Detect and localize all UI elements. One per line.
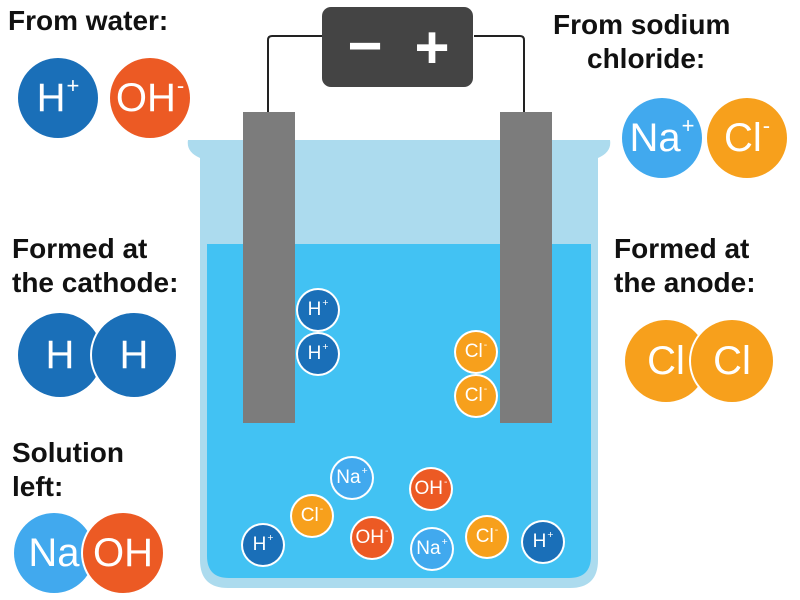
ion-symbol: H <box>252 534 267 555</box>
ion-symbol: H <box>307 343 322 364</box>
hydrogen-ion-near-cathode: H+ <box>298 334 338 374</box>
anode-label-line2: the anode: <box>614 267 756 298</box>
atom-symbol: Cl <box>647 338 685 383</box>
cathode-electrode <box>243 112 295 423</box>
from-water-label: From water: <box>8 5 169 36</box>
ion-symbol: Na <box>416 538 441 559</box>
atom-symbol: H <box>119 332 149 377</box>
atom-symbol: Na <box>28 530 80 575</box>
sodium-ion-in-solution: Na+ <box>412 529 452 569</box>
ion-symbol: Na <box>629 115 681 160</box>
ion-symbol: OH <box>414 478 444 499</box>
chloride-ion-from-salt: Cl- <box>707 98 787 178</box>
hydroxide-group-solution-left: OH <box>83 513 163 593</box>
anode-electrode <box>500 112 552 423</box>
sodium-atom-solution-left: Na <box>14 513 94 593</box>
chlorine-atom-2: Cl <box>691 320 773 402</box>
ion-symbol: Cl <box>723 115 762 160</box>
hydrogen-ion-from-water: H+ <box>18 58 98 138</box>
ion-symbol: OH <box>355 527 385 548</box>
cathode-label-line2: the cathode: <box>12 267 179 298</box>
chloride-ion-near-anode: Cl- <box>456 376 496 416</box>
battery-minus-sign: − <box>347 12 382 79</box>
atom-symbol: Cl <box>713 338 751 383</box>
hydrogen-ion-near-cathode: H+ <box>298 290 338 330</box>
chloride-ion-near-anode: Cl- <box>456 332 496 372</box>
sodium-ion-from-salt: Na+ <box>622 98 702 178</box>
from-sodium-chloride-label: From sodium chloride: <box>553 8 730 76</box>
hydrogen-ion-in-solution: H+ <box>243 525 283 565</box>
battery <box>322 7 473 87</box>
sodium-ion-in-solution: Na+ <box>332 458 372 498</box>
hydrogen-atom-1: H <box>18 313 102 397</box>
ion-symbol: H <box>532 531 547 552</box>
ion-symbol: Cl <box>475 526 494 547</box>
ion-symbol: H <box>307 299 322 320</box>
ion-symbol: Cl <box>464 385 483 406</box>
wire-right <box>474 35 525 115</box>
anode-label-line1: Formed at <box>614 233 750 264</box>
from-sodium-label-line2: chloride: <box>587 43 706 74</box>
hydrogen-atom-2: H <box>92 313 176 397</box>
hydroxide-ion-in-solution: OH- <box>352 518 392 558</box>
cathode-label-line1: Formed at <box>12 233 148 264</box>
hydroxide-ion-from-water: OH- <box>110 58 190 138</box>
battery-plus-sign: + <box>414 14 449 81</box>
atom-symbol: H <box>45 332 75 377</box>
atom-symbol: OH <box>93 530 153 575</box>
ion-symbol: H <box>36 75 66 120</box>
ion-symbol: Na <box>336 467 361 488</box>
formed-at-cathode-label: Formed at the cathode: <box>12 232 178 300</box>
solution-label-line2: left: <box>12 471 64 502</box>
solution-left-label: Solution left: <box>12 436 124 504</box>
ion-symbol: Cl <box>300 505 319 526</box>
wire-left <box>267 35 322 115</box>
chloride-ion-in-solution: Cl- <box>292 496 332 536</box>
chloride-ion-in-solution: Cl- <box>467 517 507 557</box>
solution-liquid <box>207 244 591 578</box>
ion-symbol: OH <box>115 75 176 120</box>
solution-label-line1: Solution <box>12 437 124 468</box>
hydrogen-ion-in-solution: H+ <box>523 522 563 562</box>
hydroxide-ion-in-solution: OH- <box>411 469 451 509</box>
ion-symbol: Cl <box>464 341 483 362</box>
from-sodium-label-line1: From sodium <box>553 9 731 40</box>
formed-at-anode-label: Formed at the anode: <box>614 232 756 300</box>
